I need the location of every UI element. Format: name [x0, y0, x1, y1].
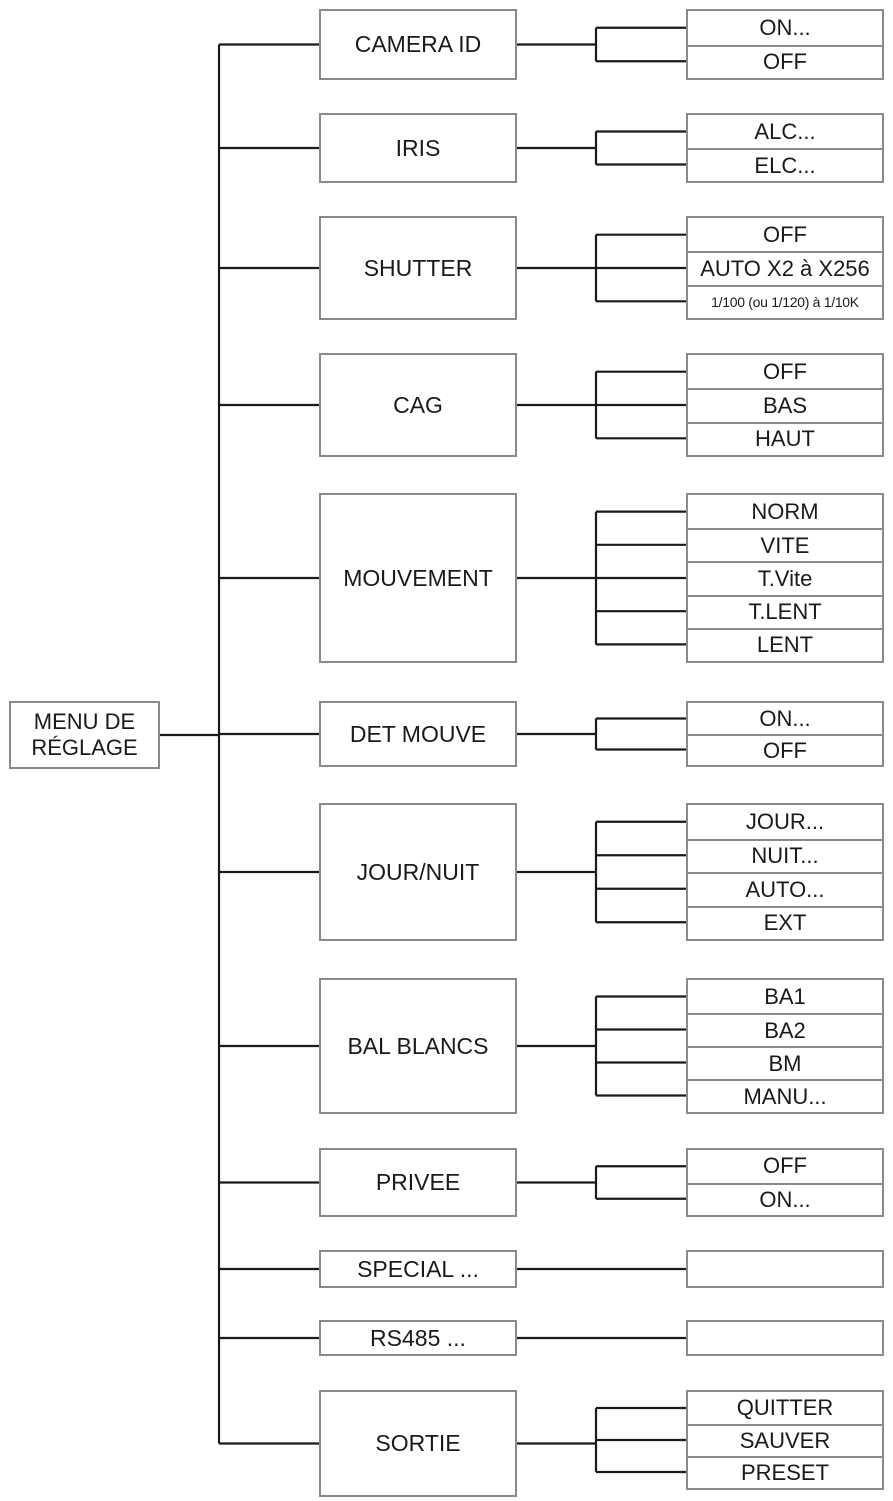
option-bal-blancs-manu: MANU... — [688, 1079, 882, 1112]
option-bal-blancs-ba1: BA1 — [764, 983, 806, 1009]
menu-box-rs485: RS485 ... — [319, 1320, 517, 1356]
option-mouvement-lent: LENT — [688, 627, 882, 661]
option-cag-bas: BAS — [688, 388, 882, 421]
option-privee-on: ON... — [688, 1182, 882, 1216]
root-menu-box: MENU DE RÉGLAGE — [9, 701, 160, 769]
option-mouvement-t-lent: T.LENT — [688, 594, 882, 628]
option-camera-id-on: ON... — [759, 14, 811, 40]
option-det-mouve-off: OFF — [688, 734, 882, 765]
option-sortie-sauver: SAUVER — [688, 1424, 882, 1456]
menu-box-iris: IRIS — [319, 113, 517, 183]
menu-box-cag: CAG — [319, 353, 517, 457]
option-jour-nuit-nuit: NUIT... — [688, 838, 882, 873]
option-det-mouve-on: ON... — [759, 705, 811, 731]
option-group-jour-nuit: JOUR... NUIT...AUTO...EXT — [686, 803, 884, 941]
menu-box-mouvement: MOUVEMENT — [319, 493, 517, 663]
option-camera-id-off: OFF — [688, 44, 882, 79]
option-sortie-preset: PRESET — [688, 1456, 882, 1488]
option-jour-nuit-ext: EXT — [688, 905, 882, 940]
option-bal-blancs-bm: BM — [688, 1046, 882, 1079]
option-shutter-off: OFF — [763, 221, 807, 247]
option-mouvement-vite: VITE — [688, 528, 882, 561]
option-group-camera-id: ON... OFF — [686, 9, 884, 80]
option-cag-haut: HAUT — [688, 421, 882, 455]
menu-box-privee: PRIVEE — [319, 1148, 517, 1217]
option-group-iris: ALC... ELC... — [686, 113, 884, 183]
menu-box-jour-nuit: JOUR/NUIT — [319, 803, 517, 941]
menu-box-special: SPECIAL ... — [319, 1250, 517, 1288]
option-group-rs485 — [686, 1320, 884, 1356]
option-group-special — [686, 1250, 884, 1288]
menu-box-sortie: SORTIE — [319, 1390, 517, 1497]
option-mouvement-t-vite: T.Vite — [688, 561, 882, 594]
option-jour-nuit-auto: AUTO... — [688, 872, 882, 906]
option-sortie-quitter: QUITTER — [736, 1395, 834, 1420]
menu-box-bal-blancs: BAL BLANCS — [319, 978, 517, 1114]
option-bal-blancs-ba2: BA2 — [688, 1013, 882, 1046]
option-iris-elc: ELC... — [688, 148, 882, 181]
option-group-privee: OFF ON... — [686, 1148, 884, 1217]
option-cag-off: OFF — [763, 358, 807, 384]
menu-box-shutter: SHUTTER — [319, 216, 517, 320]
option-iris-alc: ALC... — [754, 118, 816, 144]
option-group-det-mouve: ON... OFF — [686, 701, 884, 767]
option-privee-off: OFF — [763, 1153, 807, 1179]
option-shutter-auto-x2-x256: AUTO X2 à X256 — [688, 251, 882, 284]
option-jour-nuit-jour: JOUR... — [745, 808, 825, 834]
option-mouvement-norm: NORM — [751, 498, 819, 524]
option-shutter-1-100-ou-1-120-1-10k: 1/100 (ou 1/120) à 1/10K — [688, 284, 882, 318]
menu-box-det-mouve: DET MOUVE — [319, 701, 517, 767]
menu-box-camera-id: CAMERA ID — [319, 9, 517, 80]
